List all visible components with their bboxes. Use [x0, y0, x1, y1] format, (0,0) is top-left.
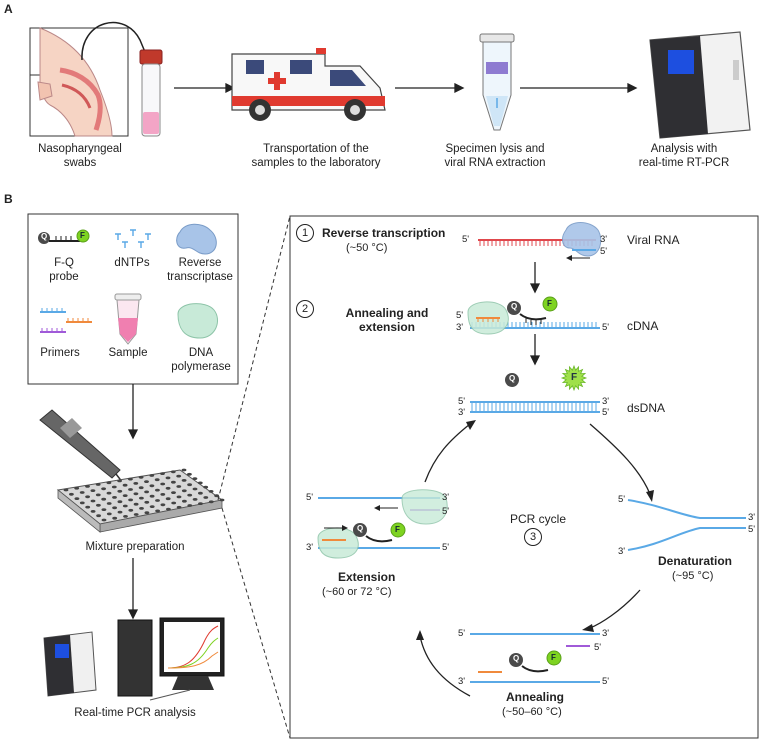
dsdna-double-strand: [470, 364, 600, 413]
end-label: 5': [458, 628, 466, 639]
extension-illustration: [317, 489, 448, 559]
primers-icon: [40, 308, 92, 333]
pcr-process-box: [289, 215, 759, 739]
panel-b-letter: B: [4, 192, 13, 206]
step1-title: Reverse transcription: [322, 226, 446, 240]
head-illustration: [29, 27, 129, 137]
ambulance-icon: [231, 48, 386, 121]
step1-temp: (~50 °C): [346, 242, 388, 254]
sample-tube-icon: [114, 293, 142, 345]
annealing-f-letter: F: [551, 653, 556, 662]
end-label: 3': [442, 492, 450, 503]
annealing-illustration: [470, 633, 600, 683]
pipette-icon: [39, 409, 131, 493]
denaturation-temp: (~95 °C): [672, 570, 714, 582]
dntps-icon: [115, 229, 151, 248]
dsdna-f-letter: F: [571, 372, 578, 383]
realtime-pcr-analysis-label: Real-time PCR analysis: [74, 707, 196, 719]
reverse-transcriptase-icon: [176, 223, 217, 255]
end-label: 3': [618, 546, 626, 557]
probe-f-letter: F: [80, 231, 85, 240]
end-label: 5': [594, 642, 602, 653]
denaturation-title: Denaturation: [658, 554, 733, 568]
fq-probe-icon: [38, 229, 90, 244]
swab-tube-icon: [139, 49, 163, 137]
end-label: 5': [462, 234, 470, 245]
rt-enzyme-on-rna: [562, 222, 602, 257]
extension-title: Extension: [338, 570, 396, 584]
end-label: 3': [458, 676, 466, 687]
viral-rna-label: Viral RNA: [627, 233, 680, 247]
annealing-temp: (~50–60 °C): [502, 706, 562, 718]
end-label: 3': [748, 512, 756, 523]
panel-a-letter: A: [4, 2, 13, 16]
well-plate-icon: [56, 469, 224, 533]
dntps-label: dNTPs: [114, 257, 150, 269]
swab-curve: [81, 21, 146, 61]
denaturation-illustration: [627, 499, 746, 551]
end-label: 5': [306, 492, 314, 503]
end-label: 3': [458, 407, 466, 418]
end-label: 3': [306, 542, 314, 553]
end-label: 3': [602, 628, 610, 639]
end-label: 5': [748, 524, 756, 535]
probe-q-letter: Q: [41, 232, 48, 241]
step2-number: 2: [296, 300, 314, 318]
annealing-title: Annealing: [506, 690, 565, 704]
step1-number: 1: [296, 224, 314, 242]
end-label: 5': [442, 542, 450, 553]
end-label: 3': [600, 234, 608, 245]
end-label: 5': [456, 310, 464, 321]
extension-f-letter: F: [395, 525, 400, 534]
primers-label: Primers: [40, 347, 80, 359]
mixture-preparation-label: Mixture preparation: [85, 541, 185, 553]
cdna-label: cDNA: [627, 319, 659, 333]
end-label: 5': [602, 322, 610, 333]
dsdna-label: dsDNA: [627, 401, 666, 415]
end-label: 5': [602, 676, 610, 687]
end-label: 5': [600, 246, 608, 257]
dsdna-q-letter: Q: [509, 374, 516, 383]
pcr-machine-icon: [649, 31, 751, 139]
end-label: 3': [456, 322, 464, 333]
extraction-tube-icon: [479, 33, 515, 131]
end-label: 5': [442, 506, 450, 517]
end-label: 5': [602, 407, 610, 418]
extension-q-letter: Q: [357, 524, 364, 533]
extension-temp: (~60 or 72 °C): [322, 586, 392, 598]
step3-number: 3: [524, 528, 542, 546]
dna-polymerase-icon: [177, 303, 218, 339]
pcr-cycle-label: PCR cycle: [510, 512, 567, 526]
cdna-q-letter: Q: [511, 302, 518, 311]
end-label: 5': [458, 396, 466, 407]
analysis-computer-icon: [43, 617, 225, 701]
end-label: 5': [618, 494, 626, 505]
probe-on-cdna: [507, 296, 558, 325]
end-label: 3': [602, 396, 610, 407]
annealing-q-letter: Q: [513, 654, 520, 663]
sample-label: Sample: [108, 347, 148, 359]
cdna-f-letter: F: [547, 299, 552, 308]
